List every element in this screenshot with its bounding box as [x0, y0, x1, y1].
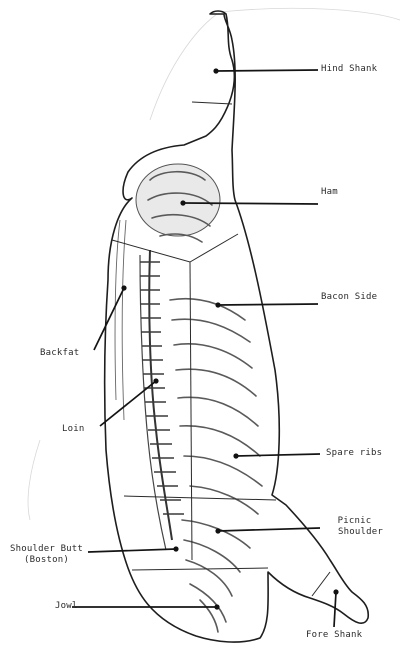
label-picnic-shoulder-line2: Shoulder — [338, 527, 383, 538]
label-fore-shank: Fore Shank — [306, 630, 362, 641]
label-loin: Loin — [62, 424, 84, 435]
label-hind-shank: Hind Shank — [321, 64, 377, 75]
label-picnic-shoulder: Picnic Shoulder — [326, 516, 383, 538]
label-bacon-side: Bacon Side — [321, 292, 377, 303]
label-picnic-shoulder-line1: Picnic — [326, 516, 383, 527]
label-jowl: Jowl — [55, 601, 77, 612]
carcass-outline — [105, 11, 369, 642]
label-ham: Ham — [321, 187, 338, 198]
label-spare-ribs: Spare ribs — [326, 448, 382, 459]
label-shoulder-butt-line1: Shoulder Butt — [10, 544, 83, 555]
label-shoulder-butt: Shoulder Butt (Boston) — [10, 544, 83, 566]
label-shoulder-butt-line2: (Boston) — [10, 555, 83, 566]
label-backfat: Backfat — [40, 348, 79, 359]
